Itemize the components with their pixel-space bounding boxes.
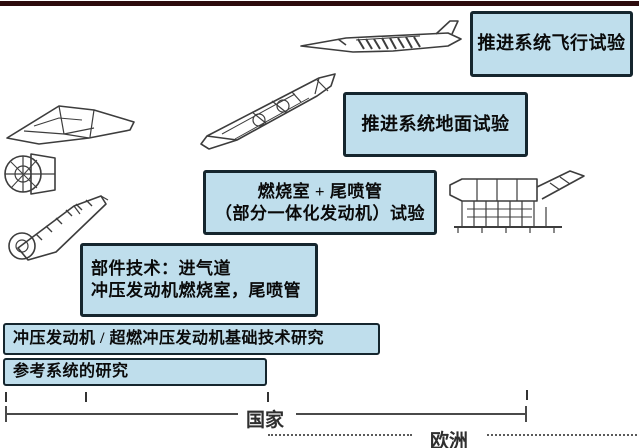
- top-border-bar: [0, 1, 639, 6]
- engine-front-view-drawing-icon: [3, 142, 61, 204]
- box-basic-research: 冲压发动机 / 超燃冲压发动机基础技术研究: [3, 323, 380, 355]
- box-flight-test-label: 推进系统飞行试验: [477, 33, 626, 54]
- box-basic-research-label: 冲压发动机 / 超燃冲压发动机基础技术研究: [13, 329, 324, 347]
- europe-label: 欧洲: [430, 431, 469, 448]
- axis-tick-4: [526, 390, 528, 400]
- axis-tick-3: [267, 392, 269, 402]
- box-ground-test: 推进系统地面试验: [343, 92, 528, 157]
- box-reference-system-label: 参考系统的研究: [13, 362, 129, 380]
- lifting-body-drawing-icon: [197, 70, 344, 158]
- europe-line-left-segment: [268, 434, 412, 436]
- ground-test-rig-drawing-icon: [442, 167, 594, 239]
- flight-vehicle-drawing-icon: [298, 18, 468, 65]
- box-combustor-test-line1: 燃烧室 + 尾喷管: [257, 181, 383, 201]
- europe-line-right-segment: [487, 434, 637, 436]
- box-component-tech-line2: 冲压发动机燃烧室，尾喷管: [91, 281, 301, 300]
- axis-tick-1: [5, 392, 7, 402]
- national-label: 国家: [246, 410, 285, 431]
- box-component-tech: 部件技术：进气道 冲压发动机燃烧室，尾喷管: [80, 243, 318, 317]
- axis-tick-2: [85, 392, 87, 402]
- box-flight-test: 推进系统飞行试验: [470, 11, 633, 77]
- engine-module-drawing-icon: [6, 190, 113, 268]
- box-component-tech-line1: 部件技术：进气道: [91, 259, 231, 279]
- national-line-right-segment: [296, 413, 526, 415]
- national-line-left-segment: [5, 413, 238, 415]
- box-reference-system: 参考系统的研究: [3, 358, 267, 386]
- box-combustor-test-line2: （部分一体化发动机）试验: [215, 203, 425, 223]
- wedge-vehicle-drawing-icon: [4, 98, 141, 152]
- box-combustor-test: 燃烧室 + 尾喷管 （部分一体化发动机）试验: [203, 170, 437, 235]
- box-ground-test-label: 推进系统地面试验: [361, 113, 510, 134]
- national-line-right-endbar: [525, 406, 527, 422]
